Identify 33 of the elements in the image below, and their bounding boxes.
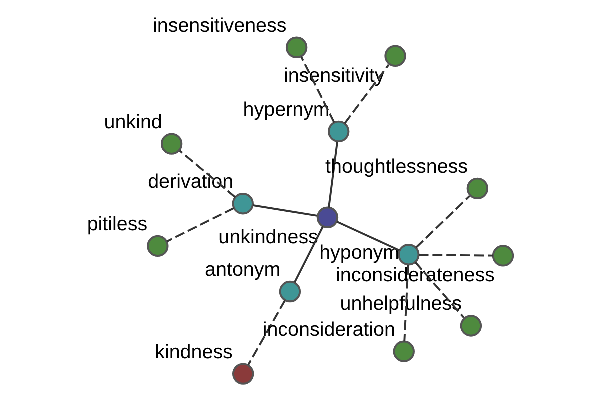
node-circle bbox=[328, 120, 350, 143]
node-label: hypernym bbox=[243, 98, 330, 121]
connector bbox=[336, 221, 400, 252]
node-circle bbox=[232, 192, 254, 215]
node-label: unkind bbox=[104, 111, 162, 134]
node-circle bbox=[384, 45, 406, 68]
node-label: inconsideration bbox=[262, 318, 396, 341]
node-circle bbox=[492, 245, 514, 267]
node-circle bbox=[393, 340, 415, 362]
node-label: hyponym bbox=[320, 242, 400, 264]
node-circle bbox=[286, 36, 308, 59]
node-label: derivation bbox=[148, 171, 234, 194]
connector bbox=[252, 204, 318, 217]
node-label: insensitiveness bbox=[153, 14, 287, 37]
connector bbox=[179, 150, 236, 198]
connector bbox=[416, 196, 470, 248]
connector bbox=[294, 226, 324, 284]
node-label: antonym bbox=[205, 258, 281, 281]
node-circle bbox=[466, 178, 489, 200]
connector bbox=[404, 265, 410, 342]
node-label: pitiless bbox=[87, 213, 148, 236]
connector bbox=[248, 300, 286, 366]
node-label: kindness bbox=[155, 341, 233, 364]
node-circle bbox=[232, 363, 254, 385]
node-circle bbox=[147, 235, 169, 258]
node-circle bbox=[160, 133, 183, 155]
node-label: unkindness bbox=[218, 226, 318, 248]
node-circle bbox=[279, 280, 302, 303]
connector bbox=[418, 254, 493, 257]
node-circle bbox=[398, 244, 420, 266]
node-circle bbox=[460, 315, 482, 337]
node-circle bbox=[316, 206, 339, 228]
connector bbox=[166, 208, 234, 242]
